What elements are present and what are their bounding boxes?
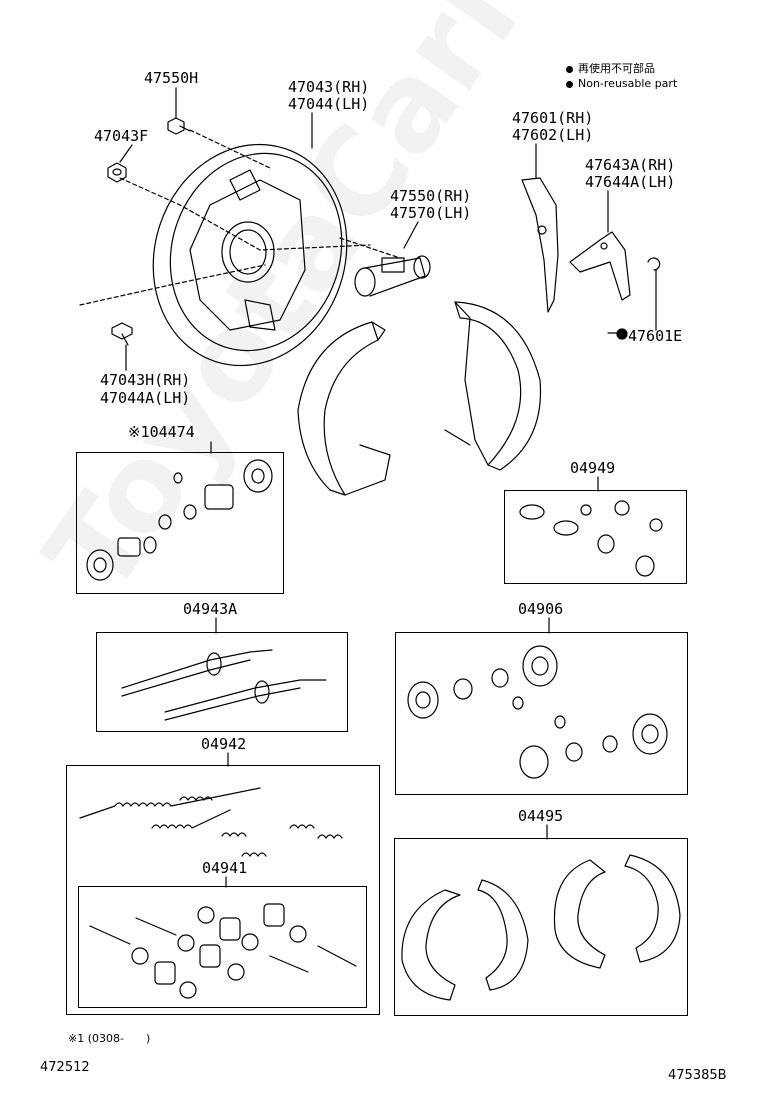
bolt-47550h <box>167 117 191 135</box>
kit-box-04943a[interactable] <box>96 632 348 732</box>
brake-shoe-front <box>297 321 391 496</box>
label-04495[interactable]: 04495 <box>518 807 564 825</box>
label-47043hrh[interactable]: 47043H(RH) <box>100 371 191 389</box>
kit-box-04942[interactable] <box>66 765 380 1015</box>
label-04474[interactable]: ※104474 <box>128 423 195 441</box>
label-47601rh[interactable]: 47601(RH) <box>512 109 594 127</box>
legend-item-1: 再使用不可部品 <box>566 61 677 76</box>
label-47044alh[interactable]: 47044A(LH) <box>100 389 191 407</box>
nut-47043f <box>107 162 127 183</box>
label-04941[interactable]: 04941 <box>202 859 248 877</box>
label-04906[interactable]: 04906 <box>518 600 564 618</box>
label-47601e[interactable]: 47601E <box>628 327 683 345</box>
label-47644alh[interactable]: 47644A(LH) <box>585 173 676 191</box>
diagram-id-left: 472512 <box>40 1060 90 1075</box>
footnote: ※1 (0308- ) <box>68 1032 151 1045</box>
kit-box-04906[interactable] <box>395 632 688 795</box>
label-47602lh[interactable]: 47602(LH) <box>512 126 594 144</box>
label-47643arh[interactable]: 47643A(RH) <box>585 156 676 174</box>
dot-icon <box>566 65 573 73</box>
kit-04474-parts <box>86 459 273 581</box>
label-04949[interactable]: 04949 <box>570 459 616 477</box>
diagram-id-right: 475385B <box>668 1068 727 1083</box>
label-47044lh[interactable]: 47044(LH) <box>288 95 370 113</box>
backing-plate <box>152 143 348 367</box>
clip-47601e <box>616 257 661 340</box>
label-04943a[interactable]: 04943A <box>183 600 238 618</box>
legend-item-2: Non-reusable part <box>566 76 677 91</box>
parking-strut <box>569 231 631 301</box>
kit-box-04495[interactable] <box>394 838 688 1016</box>
kit-04943a-parts <box>121 649 327 721</box>
adjuster-lever <box>521 177 559 313</box>
kit-box-04941[interactable] <box>78 886 367 1008</box>
wheel-cylinder <box>354 255 431 297</box>
label-47043rh[interactable]: 47043(RH) <box>288 78 370 96</box>
brake-shoe-rear <box>444 301 542 471</box>
kit-box-04474[interactable] <box>76 452 284 594</box>
kit-04906-parts <box>407 645 668 779</box>
label-47550h[interactable]: 47550H <box>144 69 199 87</box>
label-47550rh[interactable]: 47550(RH) <box>390 187 472 205</box>
kit-box-04949[interactable] <box>504 490 687 584</box>
kit-04942-springs <box>79 787 343 857</box>
label-04942[interactable]: 04942 <box>201 735 247 753</box>
kit-04941-parts <box>89 903 357 999</box>
dot-icon <box>566 80 573 88</box>
legend: 再使用不可部品 Non-reusable part <box>566 61 677 91</box>
bolt-47043h <box>111 322 133 346</box>
kit-04949-parts <box>519 500 663 577</box>
label-47570lh[interactable]: 47570(LH) <box>390 204 472 222</box>
kit-04495-shoes <box>401 854 681 1001</box>
label-47043f[interactable]: 47043F <box>94 127 149 145</box>
